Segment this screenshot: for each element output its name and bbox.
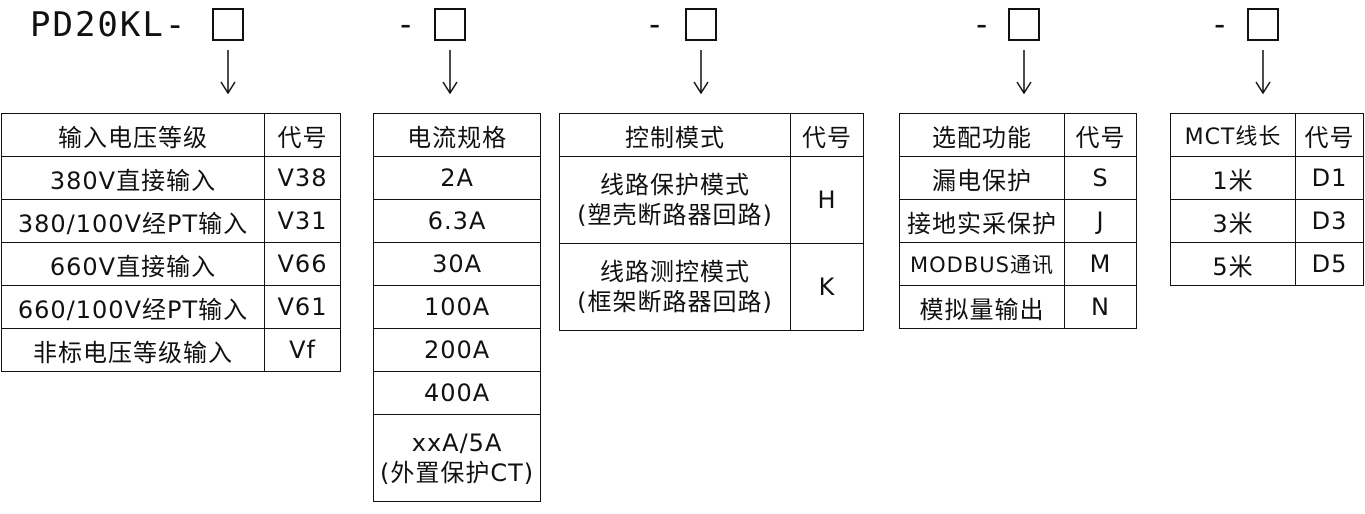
separator-4: - — [972, 5, 992, 43]
option-line-2: (塑壳断路器回路) — [577, 201, 773, 229]
code-slot-4 — [1008, 8, 1040, 41]
code-slot-2 — [434, 8, 466, 41]
option-code: N — [1064, 285, 1137, 329]
header-mct-length: MCT线长 — [1170, 113, 1296, 157]
option-code: Vf — [264, 328, 341, 372]
option-line-2: (框架断路器回路) — [577, 288, 773, 316]
header-control-mode: 控制模式 — [559, 113, 791, 157]
option-label: 2A — [372, 156, 542, 200]
voltage-table: 输入电压等级 代号 380V直接输入 V38 380/100V经PT输入 V31… — [1, 113, 341, 372]
table-row: 线路保护模式 (塑壳断路器回路) H — [559, 156, 864, 244]
table-header-row: MCT线长 代号 — [1170, 113, 1364, 157]
header-voltage-level: 输入电压等级 — [1, 113, 265, 157]
option-label: 模拟量输出 — [899, 285, 1065, 329]
table-header-row: 输入电压等级 代号 — [1, 113, 341, 157]
option-label: 660/100V经PT输入 — [1, 285, 265, 329]
table-row: 660/100V经PT输入 V61 — [1, 285, 341, 329]
option-label: MODBUS通讯 — [899, 242, 1065, 286]
header-code: 代号 — [264, 113, 341, 157]
code-slot-5 — [1247, 8, 1279, 41]
header-code: 代号 — [1064, 113, 1137, 157]
option-label: 100A — [372, 285, 542, 329]
table-row: 380V直接输入 V38 — [1, 156, 341, 200]
down-arrow-icon — [693, 50, 709, 94]
option-code: J — [1064, 199, 1137, 243]
option-code: M — [1064, 242, 1137, 286]
table-row: 6.3A — [372, 199, 542, 243]
table-row: 30A — [372, 242, 542, 286]
table-row: 接地实采保护 J — [899, 199, 1137, 243]
down-arrow-icon — [1016, 50, 1032, 94]
table-row: xxA/5A (外置保护CT) — [372, 414, 542, 502]
table-row: 模拟量输出 N — [899, 285, 1137, 329]
header-optional-function: 选配功能 — [899, 113, 1065, 157]
option-label: 3米 — [1170, 199, 1296, 243]
header-current-spec: 电流规格 — [372, 113, 542, 157]
current-table: 电流规格 2A 6.3A 30A 100A 200A 400A xxA/5A (… — [372, 113, 542, 502]
mct-length-table: MCT线长 代号 1米 D1 3米 D3 5米 D5 — [1170, 113, 1364, 286]
model-prefix: PD20KL- — [30, 5, 188, 45]
table-row: 漏电保护 S — [899, 156, 1137, 200]
option-label-external-ct: xxA/5A (外置保护CT) — [372, 414, 542, 502]
option-code: V31 — [264, 199, 341, 243]
function-table: 选配功能 代号 漏电保护 S 接地实采保护 J MODBUS通讯 M 模拟量输出… — [899, 113, 1137, 329]
option-line-2: (外置保护CT) — [380, 459, 535, 487]
table-row: MODBUS通讯 M — [899, 242, 1137, 286]
table-header-row: 电流规格 — [372, 113, 542, 157]
option-code: D3 — [1295, 199, 1364, 243]
option-code: V66 — [264, 242, 341, 286]
option-label: 线路保护模式 (塑壳断路器回路) — [559, 156, 791, 244]
option-label: 线路测控模式 (框架断路器回路) — [559, 243, 791, 331]
option-code: V61 — [264, 285, 341, 329]
option-label: 漏电保护 — [899, 156, 1065, 200]
table-row: 3米 D3 — [1170, 199, 1364, 243]
option-line-1: xxA/5A — [411, 429, 503, 457]
table-row: 线路测控模式 (框架断路器回路) K — [559, 243, 864, 331]
separator-5: - — [1210, 5, 1230, 43]
option-code: H — [790, 156, 864, 244]
option-label: 6.3A — [372, 199, 542, 243]
option-label: 200A — [372, 328, 542, 372]
option-label: 380/100V经PT输入 — [1, 199, 265, 243]
down-arrow-icon — [1255, 50, 1271, 94]
table-header-row: 控制模式 代号 — [559, 113, 864, 157]
option-code: D5 — [1295, 242, 1364, 286]
table-row: 380/100V经PT输入 V31 — [1, 199, 341, 243]
table-row: 200A — [372, 328, 542, 372]
table-row: 1米 D1 — [1170, 156, 1364, 200]
down-arrow-icon — [220, 50, 236, 94]
code-slot-3 — [685, 8, 717, 41]
option-code: V38 — [264, 156, 341, 200]
option-label: 380V直接输入 — [1, 156, 265, 200]
table-row: 5米 D5 — [1170, 242, 1364, 286]
control-mode-table: 控制模式 代号 线路保护模式 (塑壳断路器回路) H 线路测控模式 (框架断路器… — [559, 113, 864, 331]
option-code: D1 — [1295, 156, 1364, 200]
separator-2: - — [396, 5, 416, 43]
option-label: 1米 — [1170, 156, 1296, 200]
option-label: 5米 — [1170, 242, 1296, 286]
option-label: 接地实采保护 — [899, 199, 1065, 243]
table-row: 非标电压等级输入 Vf — [1, 328, 341, 372]
option-label: 660V直接输入 — [1, 242, 265, 286]
table-row: 100A — [372, 285, 542, 329]
option-label: 400A — [372, 371, 542, 415]
header-code: 代号 — [1295, 113, 1364, 157]
header-code: 代号 — [790, 113, 864, 157]
option-label: 非标电压等级输入 — [1, 328, 265, 372]
separator-3: - — [645, 5, 665, 43]
option-code: S — [1064, 156, 1137, 200]
code-slot-1 — [212, 8, 244, 41]
option-line-1: 线路测控模式 — [600, 258, 750, 286]
table-row: 400A — [372, 371, 542, 415]
table-row: 660V直接输入 V66 — [1, 242, 341, 286]
table-header-row: 选配功能 代号 — [899, 113, 1137, 157]
table-row: 2A — [372, 156, 542, 200]
option-line-1: 线路保护模式 — [600, 171, 750, 199]
down-arrow-icon — [442, 50, 458, 94]
option-label: 30A — [372, 242, 542, 286]
option-code: K — [790, 243, 864, 331]
